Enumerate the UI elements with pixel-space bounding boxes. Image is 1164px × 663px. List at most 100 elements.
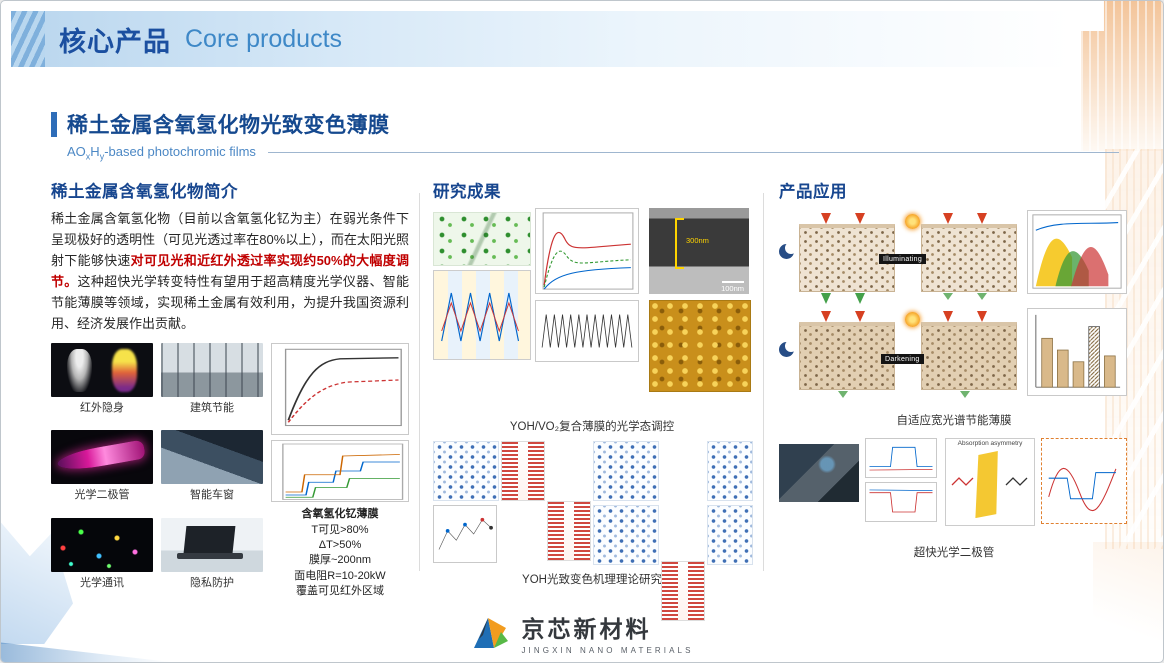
spec-line: 含氧氢化钇薄膜 bbox=[301, 508, 379, 521]
transmittance-chart bbox=[271, 343, 409, 436]
experiment-photo bbox=[779, 444, 859, 502]
section-subtitle: AOxHy-based photochromic films bbox=[67, 144, 256, 162]
simulation-heatmap bbox=[661, 561, 705, 621]
illuminating-label: Illuminating bbox=[879, 254, 927, 264]
logo-name-zh: 京芯新材料 bbox=[521, 616, 652, 642]
sem-scalebar-label: 100nm bbox=[721, 284, 744, 293]
simulation-heatmap bbox=[501, 441, 545, 501]
moon-icon bbox=[779, 242, 797, 259]
molecular-model-figure bbox=[707, 441, 753, 501]
performance-bar-chart bbox=[1027, 308, 1127, 396]
spectra-chart bbox=[535, 208, 639, 294]
green-down-arrow-icon bbox=[942, 293, 953, 300]
red-down-arrow-icon bbox=[976, 213, 987, 224]
corner-deco-bottom-right bbox=[1093, 542, 1163, 662]
grid-cell: 智能车窗 bbox=[161, 430, 263, 512]
app-figures-top: Illuminating bbox=[779, 208, 1129, 404]
image-caption: 隐私防护 bbox=[190, 576, 234, 589]
subtitle-sub: y bbox=[99, 151, 105, 162]
privacy-protection-image bbox=[161, 517, 263, 572]
grid-cell: 光学通讯 bbox=[51, 517, 153, 600]
intro-highlight-text: 对可见光和近红外透过率实现约50%的大幅度调节。 bbox=[51, 253, 409, 290]
accent-bar bbox=[51, 111, 57, 137]
pulse-response-chart-2 bbox=[865, 482, 937, 522]
spec-line: 膜厚~200nm bbox=[308, 554, 372, 567]
intro-paragraph: 稀土金属含氧氢化物（目前以含氧氢化钇为主）在弱光条件下呈现极好的透明性（可见光透… bbox=[51, 208, 409, 334]
grid-cell: 隐私防护 bbox=[161, 517, 263, 600]
film-stack-illuminated bbox=[921, 213, 1017, 300]
grid-cell: 建筑节能 bbox=[161, 343, 263, 425]
red-down-arrow-icon bbox=[854, 311, 865, 322]
logo-text: 京芯新材料 JINGXIN NANO MATERIALS bbox=[521, 610, 693, 655]
grid-cell: 红外隐身 bbox=[51, 343, 153, 425]
optical-diode-image bbox=[51, 430, 153, 485]
research-column: 研究成果 300nm 100nm bbox=[433, 178, 753, 621]
oscillation-chart bbox=[535, 300, 639, 362]
solar-spectrum-chart bbox=[1027, 210, 1127, 294]
absorption-asymmetry-diagram: Absorption asymmetry bbox=[945, 438, 1035, 526]
film-wedge-shape bbox=[975, 451, 998, 519]
absorption-asymmetry-label: Absorption asymmetry bbox=[957, 440, 1023, 447]
subtitle-part: AO bbox=[67, 144, 86, 159]
spec-line: T可见>80% bbox=[311, 523, 369, 536]
green-down-arrow-icon bbox=[959, 391, 970, 398]
film-stack-darkened bbox=[921, 311, 1017, 398]
intro-side-charts: 含氧氢化钇薄膜 T可见>80% ΔT>50% 膜厚~200nm 面电阻R=10-… bbox=[271, 343, 409, 599]
molecular-model-figure bbox=[593, 505, 659, 565]
sun-icon bbox=[905, 214, 920, 229]
subtitle-part: H bbox=[90, 144, 100, 159]
crystal-structure-figure bbox=[433, 212, 531, 266]
diode-spectra-chart bbox=[1041, 438, 1127, 524]
moon-icon bbox=[779, 340, 797, 357]
building-energy-image bbox=[161, 343, 263, 398]
green-down-arrow-icon bbox=[837, 391, 848, 398]
red-down-arrow-icon bbox=[854, 213, 865, 224]
image-caption: 红外隐身 bbox=[80, 402, 124, 415]
image-caption: 光学二极管 bbox=[74, 489, 130, 502]
subtitle-part: -based photochromic films bbox=[104, 144, 256, 159]
app-caption-top: 自适应宽光谱节能薄膜 bbox=[896, 415, 1012, 427]
research-caption-top: YOH/VO₂复合薄膜的光学态调控 bbox=[509, 421, 675, 433]
red-down-arrow-icon bbox=[942, 213, 953, 224]
red-down-arrow-icon bbox=[976, 311, 987, 322]
grid-cell: 光学二极管 bbox=[51, 430, 153, 512]
sem-scale-label: 300nm bbox=[686, 235, 709, 245]
red-down-arrow-icon bbox=[820, 311, 831, 322]
section-title: 稀土金属含氧氢化物光致变色薄膜 bbox=[67, 114, 390, 137]
column-divider-1 bbox=[419, 193, 420, 571]
page-title-en: Core products bbox=[185, 24, 343, 53]
cycling-stability-chart bbox=[433, 270, 531, 360]
optical-comm-image bbox=[51, 517, 153, 572]
spec-line: 面电阻R=10-20kW bbox=[294, 569, 386, 582]
darkening-label: Darkening bbox=[881, 354, 924, 364]
header-stripes-deco bbox=[11, 11, 45, 67]
app-caption-bottom: 超快光学二极管 bbox=[913, 547, 995, 559]
section-header: 稀土金属含氧氢化物光致变色薄膜 AOxHy-based photochromic… bbox=[51, 109, 1119, 162]
intro-column: 稀土金属含氧氢化物简介 稀土金属含氧氢化物（目前以含氧氢化钇为主）在弱光条件下呈… bbox=[51, 178, 409, 600]
molecular-model-figure bbox=[707, 505, 753, 565]
red-down-arrow-icon bbox=[820, 213, 831, 224]
company-logo: 京芯新材料 JINGXIN NANO MATERIALS bbox=[470, 610, 693, 655]
logo-icon bbox=[474, 617, 509, 648]
page-title-zh: 核心产品 bbox=[59, 26, 171, 57]
intro-heading: 稀土金属含氧氢化物简介 bbox=[51, 183, 238, 201]
sun-icon bbox=[905, 312, 920, 327]
simulation-heatmap bbox=[547, 501, 591, 561]
green-down-arrow-icon bbox=[854, 293, 865, 304]
green-down-arrow-icon bbox=[820, 293, 831, 304]
subtitle-rule bbox=[267, 152, 1119, 154]
research-caption-bottom: YOH光致变色机理理论研究 bbox=[522, 574, 662, 586]
spec-line: ΔT>50% bbox=[318, 539, 362, 552]
research-figures-top: 300nm 100nm bbox=[433, 208, 751, 394]
red-down-arrow-icon bbox=[942, 311, 953, 322]
green-down-arrow-icon bbox=[976, 293, 987, 300]
smart-window-image bbox=[161, 430, 263, 485]
afm-topography-image bbox=[649, 300, 751, 392]
intro-text: 稀土金属含氧氢化物（目前以含氧氢化钇为主）在弱光条件下呈现极好的透明性（可见光透… bbox=[51, 211, 409, 269]
film-spec-text: 含氧氢化钇薄膜 T可见>80% ΔT>50% 膜厚~200nm 面电阻R=10-… bbox=[271, 507, 409, 599]
intro-media: 红外隐身 建筑节能 光学二极管 智能车窗 光学通讯 bbox=[51, 343, 409, 599]
energy-scatter-chart bbox=[433, 505, 497, 563]
footer: 京芯新材料 JINGXIN NANO MATERIALS bbox=[1, 610, 1163, 655]
sem-scalebar bbox=[722, 281, 744, 283]
